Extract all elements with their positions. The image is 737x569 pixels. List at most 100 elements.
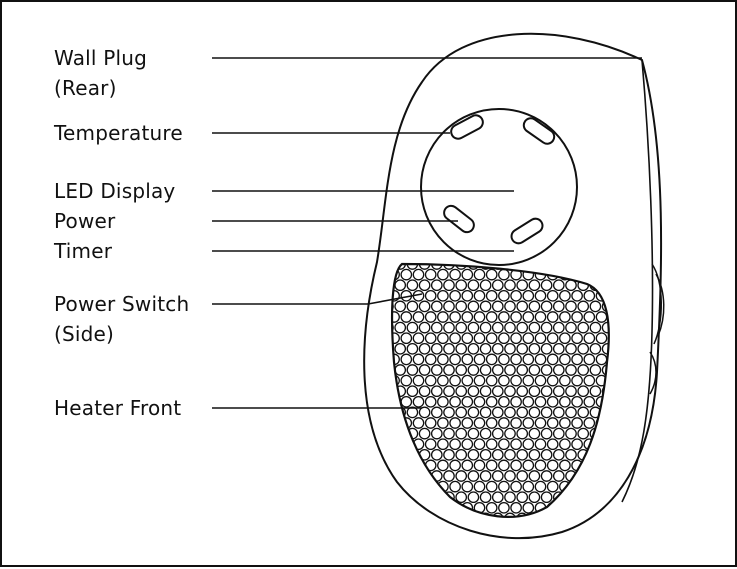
grille-hole (491, 512, 504, 517)
grille-hole (392, 364, 394, 376)
grille-hole (504, 321, 516, 334)
grille-hole (577, 342, 590, 355)
grille-hole (546, 438, 559, 451)
grille-hole (406, 406, 419, 419)
grille-hole (607, 332, 609, 345)
grille-hole (498, 289, 510, 302)
grille-hole (607, 395, 609, 408)
grille-hole (449, 459, 461, 472)
grille-hole (522, 459, 535, 472)
grille-hole (516, 385, 529, 398)
grille-hole (418, 385, 431, 398)
grille-hole (406, 342, 419, 355)
grille-hole (565, 448, 577, 461)
grille-hole (394, 427, 407, 440)
grille-hole (467, 264, 480, 270)
grille-hole (540, 406, 553, 419)
grille-hole (392, 448, 394, 461)
grille-hole (473, 438, 486, 451)
grille-hole (412, 311, 425, 323)
temperature-button-left[interactable] (449, 113, 486, 141)
grille-hole (559, 438, 571, 451)
grille-hole (467, 321, 480, 334)
grille-hole (552, 470, 565, 482)
grille-hole (583, 395, 596, 408)
grille-hole (528, 279, 541, 292)
grille-hole (595, 459, 608, 472)
grille-hole (418, 470, 431, 482)
grille-hole (516, 406, 529, 419)
grille-hole (424, 332, 437, 345)
grille-hole (559, 501, 571, 514)
grille-hole (491, 364, 504, 376)
grille-hole (479, 300, 492, 313)
grille-hole (534, 395, 547, 408)
grille-hole (534, 289, 547, 302)
grille-hole (504, 342, 516, 355)
grille-hole (455, 342, 468, 355)
timer-button[interactable] (509, 216, 545, 246)
grille-hole (540, 264, 553, 270)
grille-hole (392, 264, 394, 270)
grille-hole (577, 491, 590, 504)
grille-hole (461, 289, 474, 302)
grille-hole (443, 300, 455, 313)
grille-hole (418, 264, 431, 270)
grille-hole (528, 342, 541, 355)
grille-hole (510, 438, 522, 451)
heater-side-edge (621, 59, 654, 503)
grille-hole (522, 289, 535, 302)
grille-hole (577, 470, 590, 482)
grille-hole (424, 480, 437, 493)
grille-hole (392, 321, 394, 334)
grille-hole (479, 264, 492, 270)
grille-hole (461, 395, 474, 408)
grille-hole (607, 289, 609, 302)
grille-hole (437, 374, 449, 387)
grille-hole (571, 438, 583, 451)
grille-hole (577, 406, 590, 419)
grille-hole (491, 279, 504, 292)
grille-hole (528, 385, 541, 398)
grille-hole (467, 427, 480, 440)
grille-hole (540, 279, 553, 292)
grille-hole (528, 364, 541, 376)
grille-hole (491, 264, 504, 270)
grille-hole (601, 279, 609, 292)
temperature-button-right[interactable] (521, 116, 557, 147)
grille-hole (455, 279, 468, 292)
grille-hole (540, 364, 553, 376)
grille-hole (412, 332, 425, 345)
grille-hole (583, 480, 596, 493)
grille-hole (491, 448, 504, 461)
leader-power-switch-b (367, 293, 423, 305)
grille-hole (392, 300, 394, 313)
grille-hole (430, 491, 443, 504)
grille-hole (504, 300, 516, 313)
grille-hole (473, 268, 486, 281)
grille-hole (449, 395, 461, 408)
grille-hole (400, 353, 413, 366)
grille-hole (559, 374, 571, 387)
grille-hole (392, 427, 394, 440)
power-button[interactable] (441, 203, 476, 235)
grille-hole (485, 459, 498, 472)
grille-hole (504, 491, 516, 504)
grille-hole (607, 311, 609, 323)
grille-hole (449, 353, 461, 366)
grille-hole (589, 264, 602, 270)
grille-hole (546, 395, 559, 408)
grille-hole (565, 321, 577, 334)
grille-hole (467, 491, 480, 504)
grille-hole (449, 417, 461, 429)
grille-hole (406, 448, 419, 461)
grille-hole (607, 501, 609, 514)
grille-hole (607, 438, 609, 451)
grille-hole (449, 311, 461, 323)
grille-hole (528, 264, 541, 270)
grille-hole (406, 300, 419, 313)
grille-hole (589, 448, 602, 461)
grille-hole (510, 501, 522, 514)
grille-hole (392, 268, 400, 281)
grille-hole (461, 332, 474, 345)
